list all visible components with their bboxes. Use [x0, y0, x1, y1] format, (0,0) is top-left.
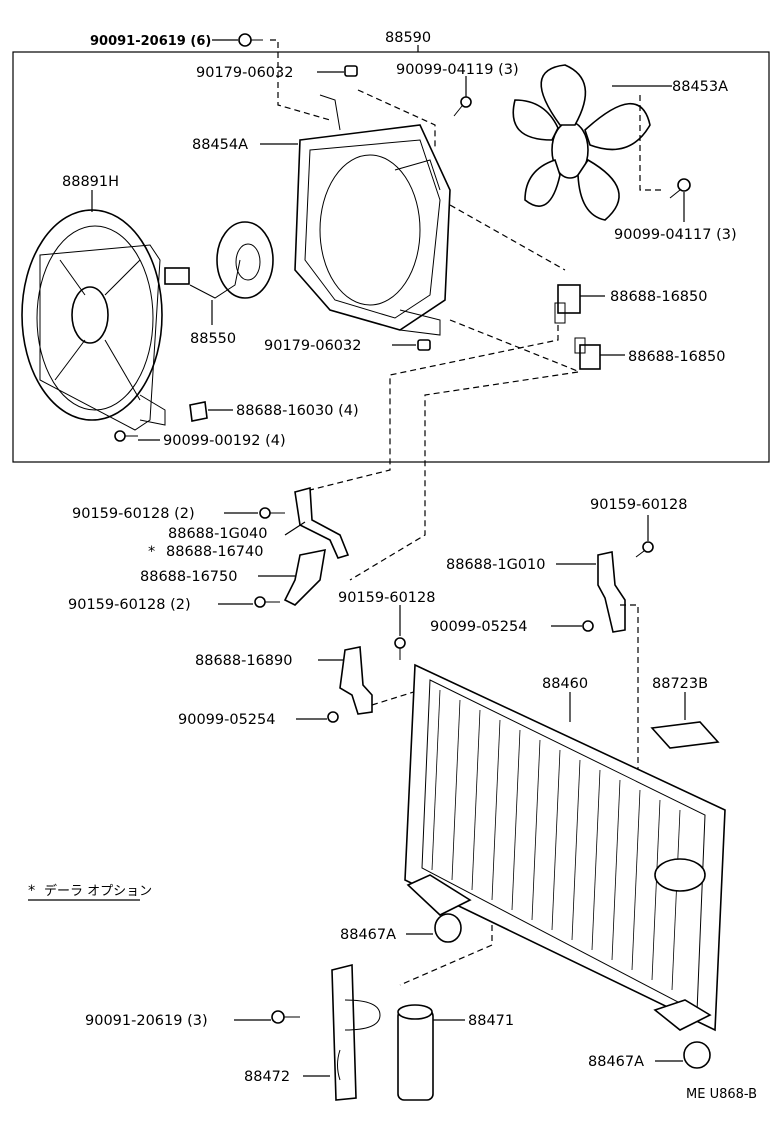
label-plate-icon [650, 721, 720, 749]
motor-icon [164, 221, 274, 299]
label-motor-fan: 88891H [62, 174, 119, 190]
option-note-mark: * [28, 883, 35, 899]
label-bolt-fan-bottom: 90099-00192 (4) [163, 433, 286, 449]
label-shroud: 88454A [192, 137, 248, 153]
condenser-icon [404, 663, 726, 1032]
label-fan-blade: 88453A [672, 79, 728, 95]
bracket-1-leader [284, 521, 306, 536]
clip-bottom-icon [417, 339, 431, 351]
bolt-bracket-2-icon [254, 596, 280, 608]
receiver-bracket-icon [331, 963, 381, 1101]
label-bracket-left: 88688-16890 [195, 653, 293, 669]
nut-right-icon [582, 620, 594, 632]
fan-blade-icon [512, 64, 651, 221]
label-clip-top: 90179-06032 [196, 65, 294, 81]
bracket-left-icon [339, 646, 373, 715]
motor-fan-icon [21, 209, 166, 431]
label-bolt-fan: 90099-04117 (3) [614, 227, 737, 243]
label-cushion-1: 88467A [340, 927, 396, 943]
label-clip-fan: 88688-16030 (4) [236, 403, 359, 419]
cushion-2-icon [683, 1041, 711, 1069]
label-relay-1: 88688-16850 [610, 289, 708, 305]
fan-blade-dash [639, 95, 665, 191]
label-fan-assy: 88590 [385, 30, 431, 46]
bolt-right-icon [635, 541, 654, 558]
bracket-2-icon [283, 548, 326, 606]
label-option-note: デーラ オプション [44, 883, 152, 899]
bolt-mid-icon [394, 637, 406, 660]
ref-code: ME U868-B [686, 1087, 757, 1102]
clip-fan-icon [189, 401, 208, 422]
top-bolt-icon [238, 33, 263, 47]
label-bolt-right: 90159-60128 [590, 497, 688, 513]
relay-2-icon [574, 337, 601, 370]
label-motor: 88550 [190, 331, 236, 347]
label-bolt-bracket-2: 90159-60128 (2) [68, 597, 191, 613]
nut-left-icon [327, 711, 339, 723]
label-bolt-top: 90099-04119 (3) [396, 62, 519, 78]
bracket-right-icon [597, 551, 626, 633]
fan-assembly-frame [12, 51, 770, 463]
label-receiver: 88471 [468, 1013, 514, 1029]
label-bolt-bracket-1: 90159-60128 (2) [72, 506, 195, 522]
bracket-right-dash [620, 604, 668, 831]
bolt-top-icon [453, 96, 472, 117]
label-cushion-2: 88467A [588, 1054, 644, 1070]
label-top-bolt: 90091-20619 (6) [90, 34, 211, 49]
label-bolt-receiver: 90091-20619 (3) [85, 1013, 208, 1029]
top-bolt-dash [270, 39, 331, 121]
label-clip-bottom: 90179-06032 [264, 338, 362, 354]
label-condenser: 88460 [542, 676, 588, 692]
bolt-fan-icon [669, 178, 691, 199]
label-bracket-1: 88688-1G040 [168, 526, 268, 542]
clip-top-dash [357, 89, 436, 150]
label-bracket-1-opt: 88688-16740 [166, 544, 264, 560]
receiver-icon [397, 1004, 434, 1101]
relay-2-mount-dash [349, 371, 579, 581]
relay-1-mount-dash [309, 325, 559, 491]
cushion-1-icon [434, 913, 462, 943]
label-nut-left: 90099-05254 [178, 712, 276, 728]
bolt-fan-bottom-icon [114, 430, 138, 442]
label-bolt-mid: 90159-60128 [338, 590, 436, 606]
bracket-left-dash [371, 689, 421, 706]
relay-1-icon [554, 284, 581, 324]
label-bracket-right: 88688-1G010 [446, 557, 546, 573]
label-nut-right: 90099-05254 [430, 619, 528, 635]
bolt-bracket-1-icon [259, 507, 285, 519]
cushion-1-dash [399, 925, 493, 986]
label-receiver-bracket: 88472 [244, 1069, 290, 1085]
relay-2-dash [449, 319, 581, 373]
label-relay-2: 88688-16850 [628, 349, 726, 365]
clip-top-icon [344, 65, 358, 77]
relay-1-dash [449, 204, 566, 271]
option-mark: * [148, 544, 155, 560]
shroud-icon [294, 94, 451, 336]
bolt-receiver-icon [271, 1010, 300, 1024]
label-label-plate: 88723B [652, 676, 708, 692]
bracket-1-icon [294, 486, 350, 559]
label-bracket-2: 88688-16750 [140, 569, 238, 585]
